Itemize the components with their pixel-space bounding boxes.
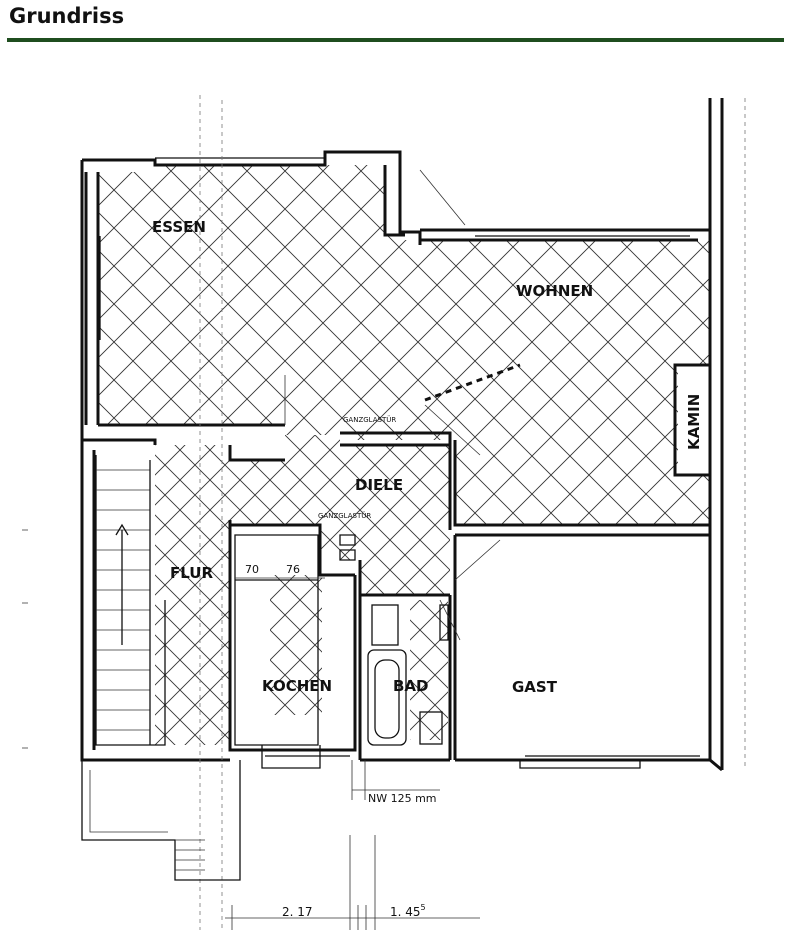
room-label-wohnen: WOHNEN — [516, 282, 593, 300]
windows — [99, 157, 700, 757]
dimension-lines — [22, 529, 480, 930]
staircase — [95, 455, 166, 746]
room-label-kamin: KAMIN — [685, 394, 703, 450]
bathroom-fixtures — [367, 604, 449, 746]
glass-door-label-top: GANZGLASTÜR — [343, 415, 396, 424]
annotation-labels: GANZGLASTÜR GANZGLASTÜR 70 76 NW 125 mm … — [245, 415, 437, 919]
room-label-bad: BAD — [393, 677, 429, 695]
nominal-width-label: NW 125 mm — [368, 792, 437, 805]
room-label-diele: DIELE — [355, 476, 403, 494]
header: Grundriss — [0, 0, 807, 46]
room-label-kochen: KOCHEN — [262, 677, 332, 695]
walls — [80, 98, 724, 772]
door-swings — [284, 169, 501, 641]
tile-hatching — [98, 165, 710, 745]
room-label-essen: ESSEN — [152, 218, 206, 236]
page-title: Grundriss — [9, 4, 125, 28]
dimension-70: 70 — [245, 563, 259, 576]
dimension-76: 76 — [286, 563, 300, 576]
room-label-flur: FLUR — [170, 564, 213, 582]
construction-lines — [199, 95, 746, 930]
dimension-2-17: 2. 17 — [282, 905, 313, 919]
kitchen-counters — [234, 534, 356, 746]
dimension-1-45: 1. 455 — [390, 903, 426, 919]
title-rule — [7, 38, 784, 42]
room-labels: ESSEN WOHNEN DIELE FLUR KOCHEN BAD GAST … — [152, 218, 703, 696]
glass-door-label-bottom: GANZGLASTÜR — [318, 511, 371, 520]
balcony-outline — [81, 760, 241, 881]
room-label-gast: GAST — [512, 678, 558, 696]
